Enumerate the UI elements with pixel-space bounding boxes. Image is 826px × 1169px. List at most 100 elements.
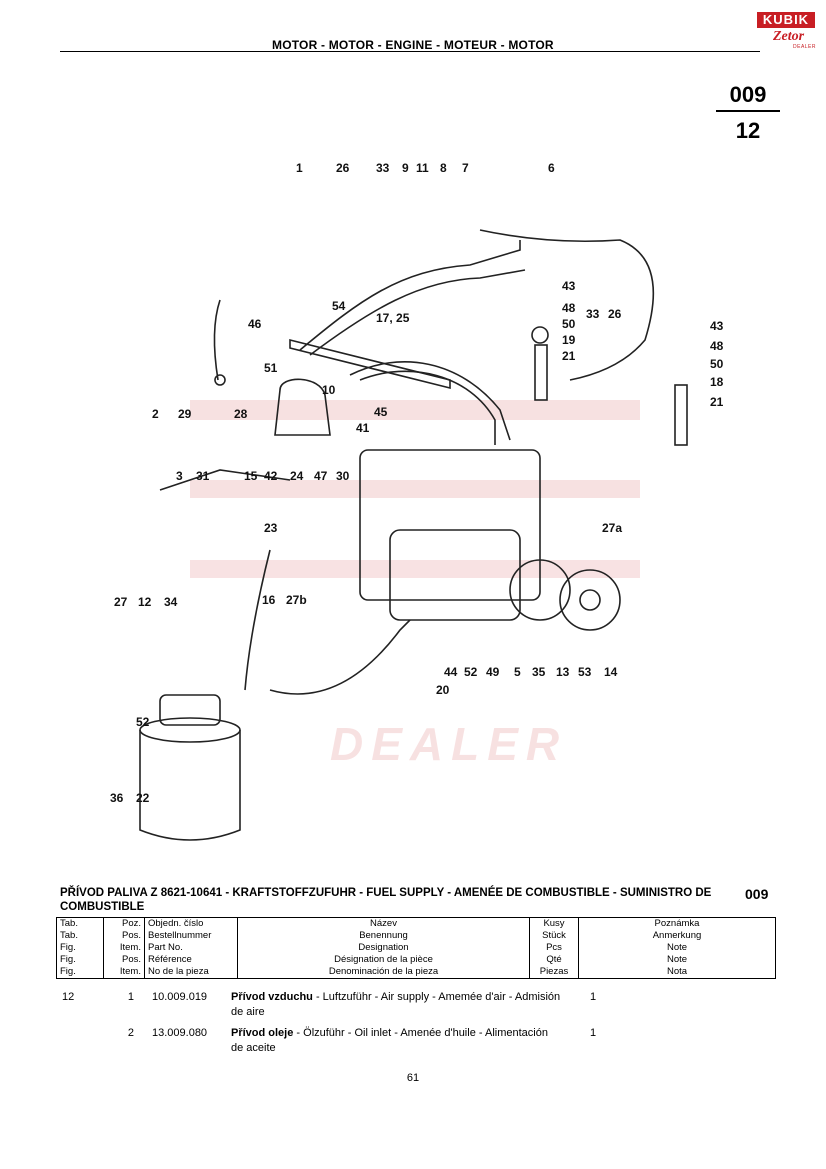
row-name-primary: Přívod vzduchu (231, 991, 313, 1003)
callout: 24 (290, 469, 304, 483)
callout: 46 (248, 317, 262, 331)
row-name-translations: - Ölzuführ - Oil inlet - Amenée d'huile … (231, 1027, 548, 1054)
filter-head (274, 378, 331, 436)
col-name: Designation (237, 942, 530, 954)
injection-pump-body (359, 449, 541, 601)
callout: 48 (562, 301, 576, 315)
return-line (159, 469, 291, 491)
injector-nozzle (674, 384, 688, 446)
dealer-logo: KUBIK Zetor DEALER (757, 12, 817, 50)
callout: 36 (110, 791, 124, 805)
callout: 20 (436, 683, 450, 697)
page-number: 61 (406, 1072, 420, 1084)
col-pos: Poz. (103, 917, 145, 930)
drive-gear (579, 589, 601, 611)
callout: 15 (244, 469, 258, 483)
callout: 12 (138, 595, 152, 609)
callout: 27 (114, 595, 128, 609)
callout: 33 (586, 307, 600, 321)
callout: 42 (264, 469, 278, 483)
callout: 2 (152, 407, 159, 421)
col-qty: Kusy (529, 917, 579, 930)
parts-table-header: Tab. Poz. Objedn. číslo Název Kusy Pozná… (56, 917, 776, 979)
header-rule (60, 51, 760, 52)
injector-nozzle (534, 344, 548, 401)
logo-brand: KUBIK (757, 12, 815, 28)
callout: 29 (178, 407, 192, 421)
col-note: Note (578, 954, 776, 966)
callout: 6 (548, 161, 555, 175)
fuel-filter (139, 717, 241, 743)
callout: 52 (464, 665, 478, 679)
callout: 11 (416, 161, 429, 175)
callout: 22 (136, 791, 150, 805)
callout-labels: 1 26 33 9 11 8 7 6 43 48 50 19 21 33 26 … (110, 161, 724, 805)
row-part-no: 13.009.080 (152, 1027, 208, 1039)
col-part-no: Objedn. číslo (144, 917, 238, 930)
fuel-line (213, 299, 221, 381)
injection-pipe (299, 240, 521, 351)
col-name: Název (237, 917, 530, 930)
drive-gear (509, 559, 571, 621)
callout: 23 (264, 521, 278, 535)
callout: 14 (604, 665, 618, 679)
row-qty: 1 (589, 991, 597, 1003)
row-qty: 1 (589, 1027, 597, 1039)
banjo-fitting (214, 374, 226, 386)
callout: 16 (262, 593, 276, 607)
table-number: 12 (735, 118, 761, 143)
col-name: Désignation de la pièce (237, 954, 530, 966)
callout: 1 (296, 161, 303, 175)
col-part-no: Bestellnummer (144, 930, 238, 942)
group-rule (716, 110, 780, 112)
callout: 31 (196, 469, 210, 483)
callout: 9 (402, 161, 409, 175)
page-header-title: MOTOR - MOTOR - ENGINE - MOTEUR - MOTOR (272, 38, 554, 52)
callout: 27b (286, 593, 307, 607)
col-pos: Item. (103, 942, 145, 954)
watermark-text: DEALER (330, 718, 567, 770)
callout: 54 (332, 299, 346, 313)
bracket (289, 338, 451, 390)
row-pos: 2 (127, 1027, 134, 1039)
col-note: Poznámka (578, 917, 776, 930)
callout: 41 (356, 421, 370, 435)
callout: 19 (562, 333, 576, 347)
callout: 26 (608, 307, 622, 321)
callout: 26 (336, 161, 350, 175)
callout: 43 (710, 319, 724, 333)
callout: 47 (314, 469, 328, 483)
col-pos: Item. (103, 966, 145, 979)
callout: 30 (336, 469, 350, 483)
callout: 13 (556, 665, 570, 679)
col-tab: Fig. (56, 954, 104, 966)
callout: 52 (136, 715, 150, 729)
col-tab: Fig. (56, 966, 104, 979)
row-part-no: 10.009.019 (152, 991, 208, 1003)
callout: 3 (176, 469, 183, 483)
col-pos: Pos. (103, 930, 145, 942)
callout: 50 (710, 357, 724, 371)
row-name: Přívod vzduchu - Luftzuführ - Air supply… (231, 990, 561, 1020)
callout: 21 (562, 349, 576, 363)
injection-pipe (349, 361, 511, 441)
callout: 45 (374, 405, 388, 419)
callout: 53 (578, 665, 592, 679)
row-name-translations: - Luftzuführ - Air supply - Amemée d'air… (231, 991, 561, 1018)
callout: 18 (710, 375, 724, 389)
callout: 51 (264, 361, 278, 375)
col-qty: Stück (529, 930, 579, 942)
callout: 17, 25 (376, 311, 410, 325)
callout: 7 (462, 161, 469, 175)
col-tab: Tab. (56, 917, 104, 930)
callout: 10 (322, 383, 336, 397)
col-part-no: No de la pieza (144, 966, 238, 979)
injector-nozzle (531, 326, 549, 344)
callout: 34 (164, 595, 178, 609)
callout: 5 (514, 665, 521, 679)
drive-gear (559, 569, 621, 631)
leak-off-pipe (479, 229, 655, 381)
watermark: DEALER (190, 400, 640, 770)
governor-housing (389, 529, 521, 621)
callout: 33 (376, 161, 390, 175)
